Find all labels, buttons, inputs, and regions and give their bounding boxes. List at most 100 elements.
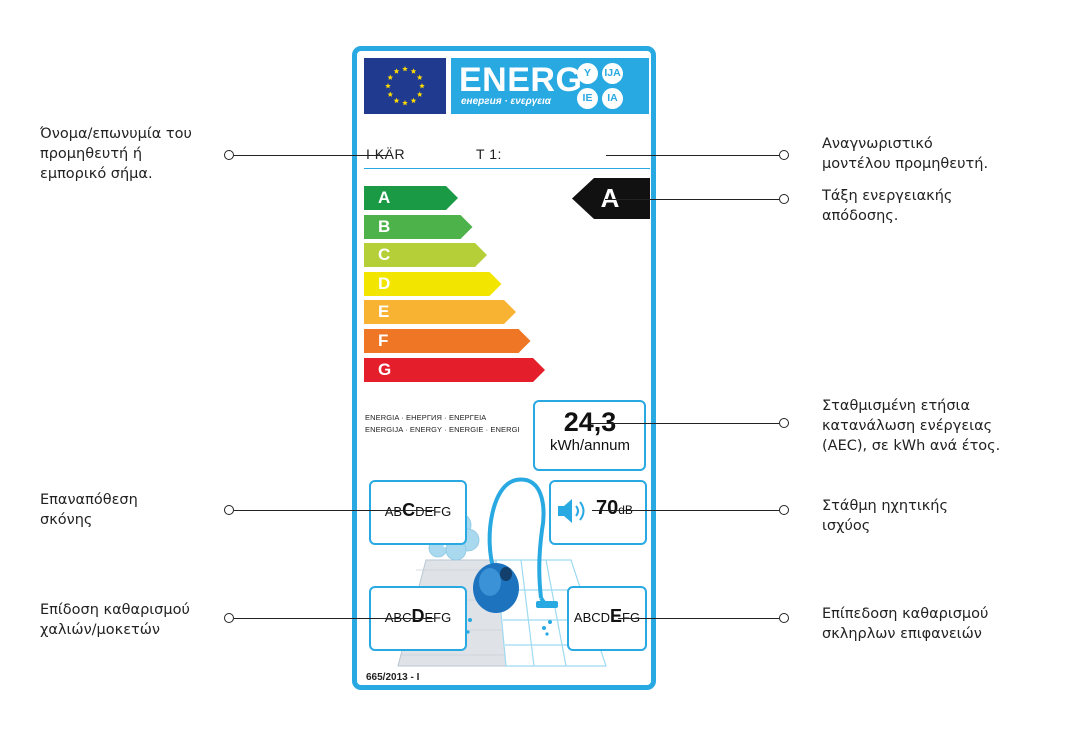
scale-letter: A [385,610,394,625]
callout-dust: Επαναπόθεση σκόνης [40,490,138,530]
model-identifier: T 1: [476,146,502,162]
lang-circle: Y [577,63,598,84]
callout-line [234,618,434,619]
callout-text: κατανάλωση ενέργειας [822,418,993,434]
supplier-name: I KÄR [366,146,406,162]
scale-letter: D [415,504,425,519]
callout-text: Επαναπόθεση [40,492,138,508]
energy-class-letter: G [378,359,392,379]
scale-letter: B [582,610,592,625]
scale-letter: D [411,606,425,626]
eu-star [387,74,394,80]
energy-class-letter: E [378,302,390,322]
scale-letter: B [393,610,402,625]
energy-class-letter: D [378,273,391,293]
energy-class-bar-c: C [364,243,487,268]
energy-class-bar-e: E [364,300,516,325]
callout-line [606,155,779,156]
callout-dot [224,505,234,515]
energy-class-bar-f: F [364,329,531,353]
callout-text: ισχύος [822,518,871,534]
callout-carpet: Επίδοση καθαρισμού χαλιών/μοκετών [40,600,190,640]
eu-star [416,91,423,97]
callout-text: Επίπεδοση καθαρισμού [822,606,989,622]
eu-star [402,66,408,72]
scale-letter: F [622,610,630,625]
energy-class-letter: F [378,331,389,350]
eu-star [393,68,400,74]
scale-letter: F [433,504,442,519]
energy-class-letter: B [378,216,391,236]
eu-star [385,83,391,89]
scale-letter: E [424,610,433,625]
lang-circle: IJA [602,63,623,84]
callout-line [605,199,779,200]
selected-class-letter: A [600,183,620,213]
scale-letter: A [384,504,394,519]
scale-letter: E [424,504,434,519]
eu-star [410,97,417,104]
callout-line [618,618,779,619]
callout-dot [224,150,234,160]
callout-energy-class: Τάξη ενεργειακής απόδοσης. [822,186,952,226]
scale-letter: C [591,610,601,625]
noise-level: 70dB [596,497,633,520]
callout-line [234,155,392,156]
callout-line [592,510,779,511]
callout-dot [779,418,789,428]
callout-dot [779,194,789,204]
callout-text: μοντέλου προμηθευτή. [822,156,989,172]
callout-text: εμπορικό σήμα. [40,166,153,182]
carpet-scale: ABCDEFG [372,606,464,627]
energy-header: ENERG енергия · ενεργεια Y IJA IE IA [451,58,649,114]
languages-line-2: ENERGIJA · ENERGY · ENERGIE · ENERGI [365,425,520,434]
callout-aec: Σταθμισμένη ετήσια κατανάλωση ενέργειας … [822,396,1000,456]
aec-value: 24,3 [563,407,617,437]
callout-text: Στάθμη ηχητικής [822,498,948,514]
eu-star [419,83,425,89]
scale-letter: D [600,610,611,625]
energy-class-letter: A [378,188,391,207]
callout-text: Επίδοση καθαρισμού [40,602,190,618]
scale-letter: F [433,610,442,625]
callout-dot [779,613,789,623]
speaker-icon [558,499,585,523]
eu-star [393,97,400,104]
energy-class-bar-g: G [364,357,545,382]
scale-letter: G [630,610,640,625]
callout-dot [779,505,789,515]
energy-class-bar-b: B [364,214,473,239]
scale-letter: B [393,504,403,519]
eu-star [387,91,394,97]
eu-stars-icon [385,66,425,106]
energy-class-bar-a: A [364,186,458,210]
eu-flag [364,58,446,114]
noise-value: 70 [596,497,619,519]
regulation-number: 665/2013 - I [366,672,420,683]
energ-subtitle: енергия · ενεργεια [461,96,552,107]
callout-text: απόδοσης. [822,208,899,224]
hard-floor-scale: ABCDEFG [569,606,645,627]
header-separator [364,168,650,169]
callout-noise: Στάθμη ηχητικής ισχύος [822,496,948,536]
callout-text: σκόνης [40,512,93,528]
callout-hard-floor: Επίπεδοση καθαρισμού σκληρλων επιφανειών [822,604,988,644]
callout-text: Αναγνωριστικό [822,136,933,152]
eu-star [410,68,417,74]
callout-supplier: Όνομα/επωνυμία του προμηθευτή ή εμπορικό… [40,124,192,184]
scale-letter: G [441,610,452,625]
aec-box [533,400,646,471]
callout-line [234,510,434,511]
callout-dot [779,150,789,160]
aec-unit: kWh/annum [549,437,631,454]
callout-model: Αναγνωριστικό μοντέλου προμηθευτή. [822,134,988,174]
callout-text: προμηθευτή ή [40,146,143,162]
callout-text: Τάξη ενεργειακής [822,188,953,204]
scale-letter: E [610,606,623,626]
energy-class-bar-d: D [364,271,502,296]
scale-letter: G [441,504,452,519]
eu-star [416,74,423,80]
scale-letter: A [573,610,583,625]
callout-text: σκληρλων επιφανειών [822,626,982,642]
dust-reemission-box [369,480,467,545]
